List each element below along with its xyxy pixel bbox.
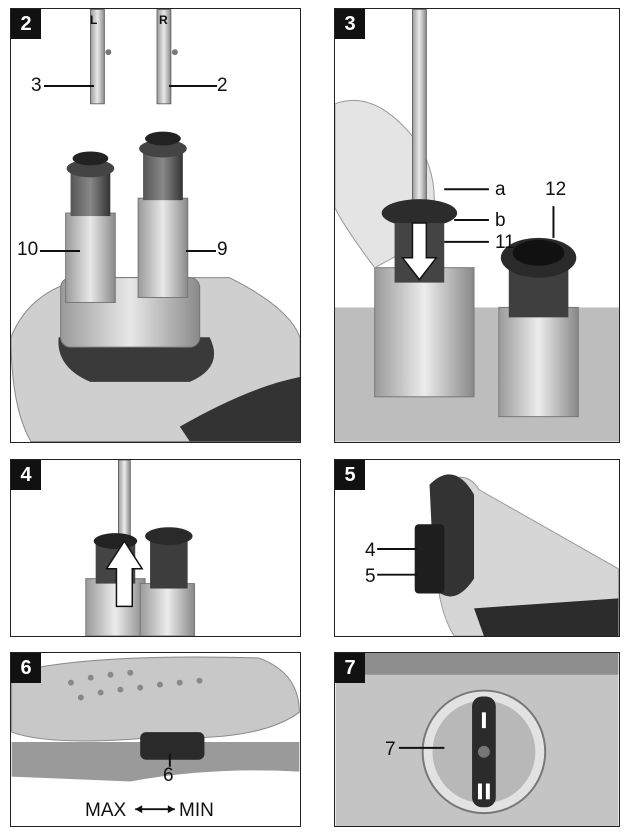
callout-5: 5 (365, 566, 376, 587)
speed-wheel-illustration (11, 656, 300, 814)
leader-line (186, 250, 216, 252)
panel-2: 2 L R 3 2 10 9 (10, 8, 301, 443)
panel-number: 4 (11, 460, 41, 490)
panel-number: 5 (335, 460, 365, 490)
callout-9: 9 (217, 239, 228, 260)
panel-5: 5 4 5 (334, 459, 620, 637)
panel-4: 4 (10, 459, 301, 637)
panel-number: 2 (11, 9, 41, 39)
leader-line (40, 250, 80, 252)
gear-selector-illustration (335, 653, 619, 826)
switch-handle-illustration (377, 474, 619, 636)
speed-min-label: MIN (179, 800, 214, 821)
panel-3: 3 a b 11 12 (334, 8, 620, 443)
stirrer-insertion-illustration (335, 9, 619, 442)
panel-7: 7 7 (334, 652, 620, 827)
callout-a: a (495, 179, 506, 200)
panel-number: 7 (335, 653, 365, 683)
leader-line (44, 85, 94, 87)
speed-max-label: MAX (85, 800, 127, 821)
shaft-left-mark: L (90, 13, 98, 27)
shaft-right-mark: R (159, 13, 168, 27)
panel-number: 3 (335, 9, 365, 39)
callout-7: 7 (385, 739, 396, 760)
mixer-gearbox-illustration (11, 9, 300, 442)
panel-6: 6 6 MAX MIN (10, 652, 301, 827)
callout-6: 6 (163, 765, 174, 786)
stirrer-removal-illustration (85, 460, 196, 636)
callout-12: 12 (545, 179, 567, 200)
callout-10: 10 (17, 239, 39, 260)
callout-3: 3 (31, 75, 42, 96)
panel-number: 6 (11, 653, 41, 683)
leader-line (169, 85, 217, 87)
callout-b: b (495, 210, 506, 231)
callout-4: 4 (365, 540, 376, 561)
callout-2: 2 (217, 75, 228, 96)
callout-11: 11 (495, 232, 515, 253)
